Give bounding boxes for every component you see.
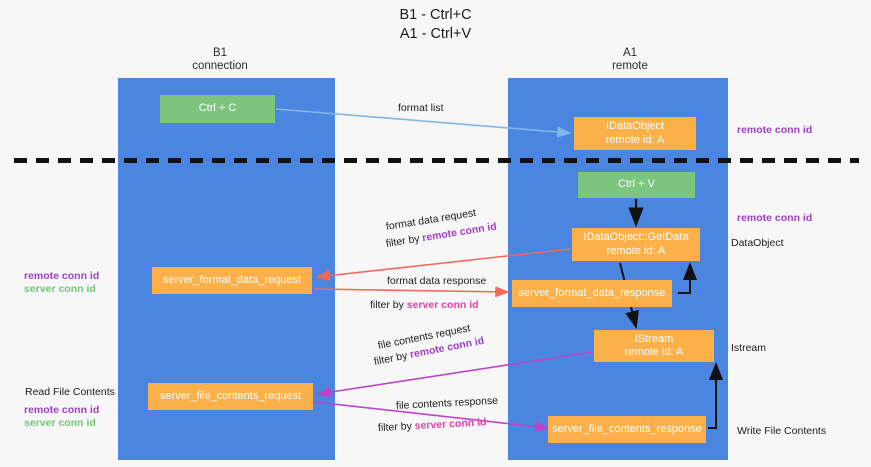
column-header-b1-name: B1 <box>212 47 228 59</box>
right-annotation-write-file-contents: Write File Contents <box>737 425 827 437</box>
right-annotation-dataobject: DataObject <box>731 237 784 249</box>
box-idataobject[interactable]: IDataObject remote id: A <box>574 117 696 150</box>
arrow-label-format-data-response-filter: filter by server conn id <box>370 299 479 311</box>
page-title: B1 - Ctrl+C A1 - Ctrl+V <box>0 6 871 44</box>
left-annotation-read-file-contents: Read File Contents <box>25 386 115 398</box>
box-server-file-contents-request-label: server_file_contents_request <box>159 389 302 402</box>
column-header-a1-subtitle: remote <box>612 60 648 72</box>
left-annotation-format-remote-conn-id: remote conn id <box>24 270 100 282</box>
column-header-b1: B1 connection <box>140 47 300 73</box>
box-idataobject-line-1: IDataObject <box>605 120 665 132</box>
arrow-label-format-list: format list <box>398 102 444 114</box>
filter-prefix: filter by <box>385 232 424 250</box>
box-istream-line-1: IStream <box>634 332 674 345</box>
arrow-label-file-contents-response: file contents response <box>395 394 499 412</box>
right-annotation-top-remote-conn-id: remote conn id <box>737 124 813 136</box>
box-getdata-line-2: remote id: A <box>606 244 666 257</box>
column-header-a1: A1 remote <box>550 47 710 73</box>
column-header-a1-name: A1 <box>622 47 638 59</box>
box-idataobject-line-2: remote id: A <box>605 133 665 146</box>
left-annotation-format-server-conn-id: server conn id <box>24 283 96 295</box>
filter-prefix: filter by <box>377 420 416 434</box>
title-line-2: A1 - Ctrl+V <box>399 26 472 42</box>
filter-prefix: filter by <box>370 299 407 311</box>
column-header-b1-subtitle: connection <box>192 60 248 72</box>
box-server-file-contents-response-label: server_file_contents_response <box>552 422 702 435</box>
box-idataobject-getdata[interactable]: IDataObject::GetData remote id: A <box>572 228 700 261</box>
box-server-file-contents-request[interactable]: server_file_contents_request <box>148 383 313 410</box>
box-server-format-data-response[interactable]: server_format_data_response <box>512 280 672 307</box>
box-istream[interactable]: IStream remote id: A <box>594 330 714 362</box>
right-annotation-mid-remote-conn-id: remote conn id <box>737 212 813 224</box>
box-server-format-data-request[interactable]: server_format_data_request <box>152 267 312 294</box>
left-annotation-file-remote-conn-id: remote conn id <box>24 404 100 416</box>
arrow-label-format-data-response: format data response <box>387 275 487 287</box>
box-ctrl-v-label: Ctrl + V <box>618 178 655 191</box>
box-server-format-data-response-label: server_format_data_response <box>518 286 666 299</box>
box-ctrl-c[interactable]: Ctrl + C <box>160 95 275 123</box>
filter-value: server conn id <box>406 299 479 311</box>
box-istream-line-2: remote id: A <box>624 346 684 358</box>
section-divider <box>14 158 859 163</box>
box-server-format-data-request-label: server_format_data_request <box>162 273 302 286</box>
title-line-1: B1 - Ctrl+C <box>399 7 472 23</box>
left-annotation-file-server-conn-id: server conn id <box>24 417 96 429</box>
right-annotation-istream: Istream <box>731 342 767 354</box>
arrow-label-file-contents-response-filter: filter by server conn id <box>378 416 487 434</box>
box-ctrl-c-label: Ctrl + C <box>198 102 237 115</box>
box-server-file-contents-response[interactable]: server_file_contents_response <box>548 416 706 443</box>
box-getdata-line-1: IDataObject::GetData <box>583 231 689 243</box>
filter-value: server conn id <box>414 416 487 433</box>
box-ctrl-v[interactable]: Ctrl + V <box>578 172 695 198</box>
